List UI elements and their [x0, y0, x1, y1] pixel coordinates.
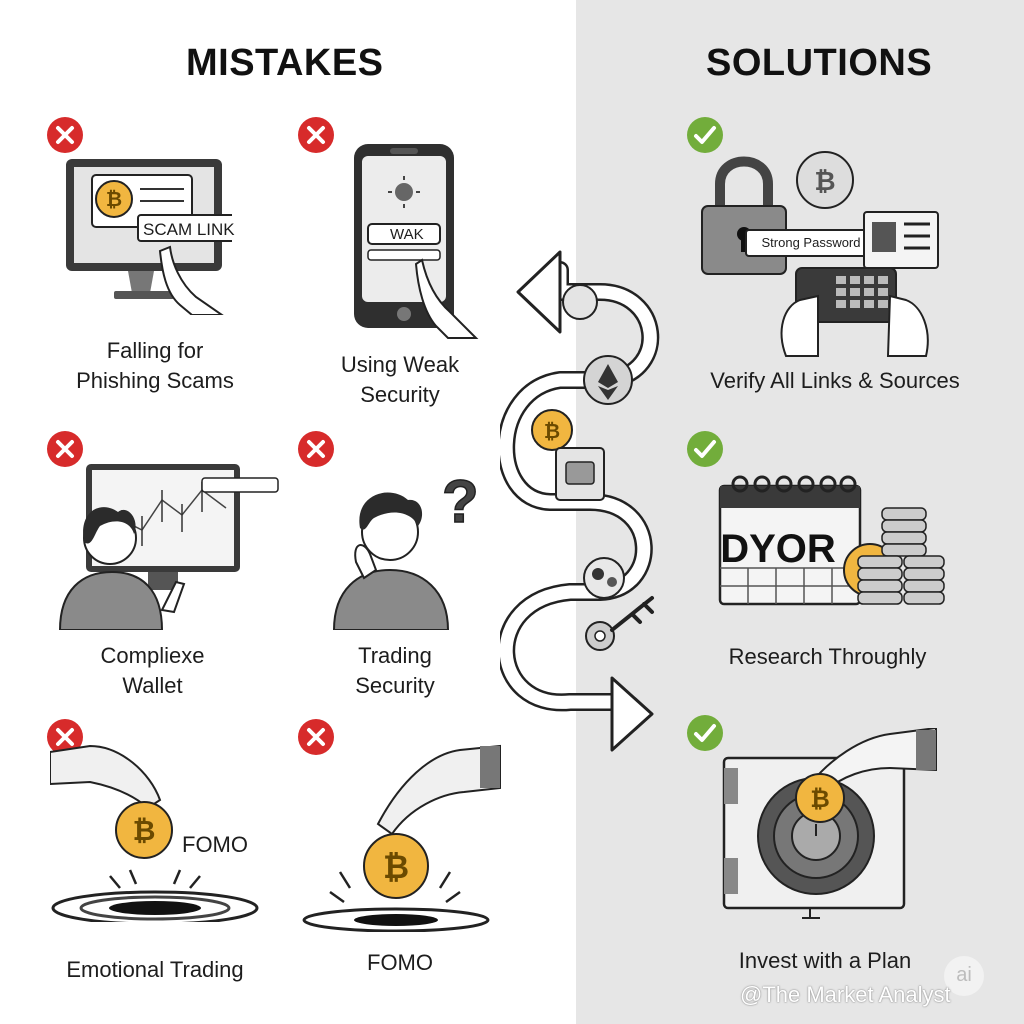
error-x-icon — [47, 117, 83, 153]
coin-in-hole-icon: ₿ — [50, 744, 259, 922]
mistake-trading-security-label-line2: Security — [355, 673, 435, 698]
success-check-icon — [687, 117, 723, 153]
phishing-monitor-icon: ₿ — [66, 159, 232, 315]
mistake-emotional-trading-label: Emotional Trading — [66, 957, 244, 982]
mistake-trading-security-label-line1: Trading — [358, 643, 432, 668]
watermark-text: @The Market Analyst — [740, 982, 951, 1007]
scam-link-callout: SCAM LINK — [143, 220, 235, 239]
error-x-icon — [298, 117, 334, 153]
coin-symbol: ₿ — [810, 786, 830, 813]
transition-path-arrow: ₿ — [500, 250, 660, 752]
weak-password-phone-icon — [354, 144, 479, 339]
success-check-icon — [687, 715, 723, 751]
error-x-icon — [298, 431, 334, 467]
mistake-complex-wallet-label-line2: Wallet — [122, 673, 183, 698]
mistake-phishing-label-line2: Phishing Scams — [76, 368, 234, 393]
coin-symbol: ₿ — [814, 166, 835, 196]
dyor-text: DYOR — [720, 527, 836, 571]
coin-symbol: ₿ — [383, 849, 409, 885]
svg-text:?: ? — [442, 470, 479, 535]
coin-symbol: ₿ — [544, 421, 560, 443]
mistake-weak-security-label-line1: Using Weak — [340, 352, 460, 377]
trading-monitor-icon — [58, 464, 279, 630]
success-check-icon — [687, 431, 723, 467]
confused-person-icon: ? — [332, 470, 479, 630]
coin-symbol: ₿ — [133, 815, 156, 846]
solution-research-label: Research Throughly — [728, 644, 927, 669]
coin-drop-icon: ₿ — [302, 744, 501, 932]
fomo-callout: FOMO — [182, 832, 248, 857]
error-x-icon — [298, 719, 334, 755]
strong-password-text: Strong Password — [761, 235, 861, 250]
error-x-icon — [47, 431, 83, 467]
padlock-keypad-icon: ₿ — [701, 151, 939, 357]
calendar-coins-icon: DYOR — [718, 475, 945, 606]
mistake-phishing-label-line1: Falling for — [106, 338, 204, 363]
mistakes-heading: MISTAKES — [186, 42, 384, 84]
weak-password-text: WAK — [390, 226, 424, 243]
mistake-weak-security-label-line2: Security — [360, 382, 440, 407]
watermark-logo-icon: ai — [944, 956, 984, 996]
mistake-complex-wallet-label-line1: Compliexe — [100, 643, 205, 668]
mistake-fomo-label: FOMO — [367, 950, 433, 975]
error-x-icon — [47, 719, 83, 755]
coin-symbol: ₿ — [106, 189, 122, 211]
solution-verify-links-label: Verify All Links & Sources — [710, 368, 960, 393]
solutions-heading: SOLUTIONS — [706, 42, 933, 84]
solution-invest-plan-label: Invest with a Plan — [738, 948, 912, 973]
safe-vault-icon: ₿ — [722, 728, 937, 919]
